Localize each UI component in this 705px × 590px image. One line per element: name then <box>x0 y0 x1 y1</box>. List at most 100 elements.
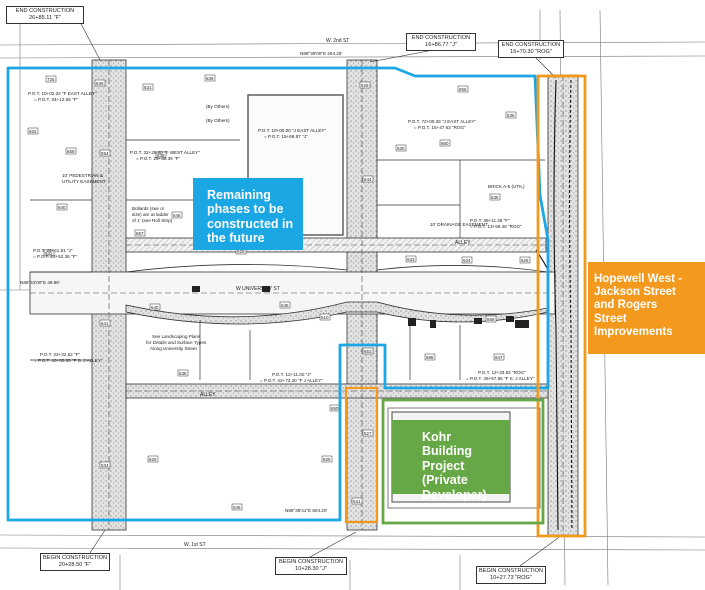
construction-station: 10+28.30 "J" <box>295 565 327 572</box>
parcel-tag: 640 <box>58 205 66 210</box>
landscaping-note: for Details and Surface Types <box>146 340 207 345</box>
callout-line: Street <box>594 312 627 325</box>
callout-line: Hopewell West - <box>594 273 682 285</box>
parcel-tag: 725 <box>47 77 55 82</box>
begin-construction-label: BEGIN CONSTRUCTION 10+28.30 "J" <box>275 557 347 575</box>
bollards-note: of 1' (see Roll Strip) <box>132 218 173 223</box>
construction-station: 16+86.77 "J" <box>425 41 457 48</box>
parcel-tag: 657 <box>136 231 144 236</box>
callout-line: and Rogers <box>594 299 658 312</box>
street-label-university: W UNIVERSITY ST <box>236 286 280 292</box>
parcel-tag: 534 <box>101 463 109 468</box>
pot-note: = P.O.T. 46+67.95 "F S. J ALLEY" <box>466 376 535 381</box>
parcel-tag: 638 <box>157 153 165 158</box>
parcel-tags: 725 632 659 640 631 639 638 657 646 629 … <box>27 74 531 511</box>
parcel-tag: 624 <box>463 258 471 263</box>
callout-line: Jackson Street <box>594 286 676 299</box>
hopewell-outline <box>536 74 587 538</box>
jackson-street-outline <box>344 386 379 524</box>
pot-note: = P.O.T. 23+52.36 "F" <box>33 254 77 259</box>
bearing-note: N89°43'00"E 49.86' <box>20 280 60 285</box>
pot-note: P.O.T. 72+00.28 "J EAST ALLEY" <box>408 119 476 124</box>
easement-note: UTILITY EASEMENT <box>62 179 106 184</box>
parcel-tag: 554 <box>101 151 109 156</box>
pot-note: = P.O.T. 13+59.48 "ROG" <box>470 224 522 229</box>
kohr-outline <box>381 398 545 525</box>
drainage-blocks <box>192 286 529 328</box>
parcel-tag: 625 <box>323 457 331 462</box>
parcel-tag: 647 <box>495 355 503 360</box>
street-label-alley-south: ALLEY <box>200 392 216 398</box>
centerlines <box>30 60 564 535</box>
begin-construction-label: BEGIN CONSTRUCTION 10+27.73 "ROG" <box>476 566 546 584</box>
callout-line: Project <box>422 458 465 473</box>
parcel-tag: 546 <box>233 505 241 510</box>
parcel-tag: 535 <box>491 195 499 200</box>
bearing-note: N89°38'41"E 604.20' <box>285 508 327 513</box>
parcel-tag: 629 <box>237 249 245 254</box>
callout-line: (Private <box>422 473 468 488</box>
parcel-tag: 650 <box>331 406 339 411</box>
pot-note: = P.O.T. 42+73.30 "F J ALLEY" <box>260 378 323 383</box>
plan-notes: P.O.T. 10+02.22 "F EAST ALLEY" = P.O.T. … <box>20 51 535 513</box>
parcel-tag: 598 <box>426 355 434 360</box>
parcel-tag: 663 <box>364 349 372 354</box>
construction-title: END CONSTRUCTION <box>15 8 75 14</box>
pot-note: = P.O.T. 15+69.87 "J" <box>264 134 308 139</box>
construction-station: 26+85.11 "F" <box>28 14 61 21</box>
pot-note: P.O.T. 10+02.22 "F EAST ALLEY" <box>28 91 97 96</box>
parcel-tag: 626 <box>149 457 157 462</box>
remaining-phases-outline <box>6 66 550 522</box>
pot-note: P.O.T. 38+11.38 "F" <box>470 218 510 223</box>
parcel-tag: 660 <box>441 141 449 146</box>
by-others-note: (By Others) <box>206 118 230 123</box>
construction-title: BEGIN CONSTRUCTION <box>43 555 108 561</box>
callout-line: Improvements <box>594 325 673 338</box>
construction-station: 16+70.30 "ROG" <box>510 48 552 55</box>
end-construction-label: END CONSTRUCTION 16+70.30 "ROG" <box>498 40 564 58</box>
by-others-note: (By Others) <box>206 104 230 109</box>
construction-title: BEGIN CONSTRUCTION <box>479 568 544 574</box>
landscaping-note: Along University Street <box>150 346 197 351</box>
pot-note: P.O.T. 22+32.52 "F" <box>40 352 80 357</box>
street-labels: W. 2nd ST W UNIVERSITY ST W. 1st ST ALLE… <box>184 38 471 548</box>
parcel-tag: 632 <box>29 129 37 134</box>
landscaping-note: See Landscaping Plans <box>152 334 201 339</box>
parcel-tag: 536 <box>507 113 515 118</box>
callout-line: Remaining <box>207 188 271 202</box>
hopewell-west-callout: Hopewell West - Jackson Street and Roger… <box>588 262 705 354</box>
parcel-tag: 628 <box>521 258 529 263</box>
parcel-tag: 646 <box>173 213 181 218</box>
parcel-tag: 659 <box>67 149 75 154</box>
construction-title: END CONSTRUCTION <box>411 35 471 41</box>
parcel-tag: 630 <box>397 146 405 151</box>
bollards-note: size) are at ladder <box>132 212 169 217</box>
street-label-w1st: W. 1st ST <box>184 542 206 548</box>
brick-note: BRICK A-5 (UTIL) <box>488 184 525 189</box>
pot-note: = P.O.T. 34+12.56 "F" <box>34 97 78 102</box>
parcel-tag: 529 <box>361 83 369 88</box>
pot-note: = P.O.T. 40+00.00 "F S. J ALLEY" <box>34 358 103 363</box>
pot-note: P.O.T. 32+25.00 "F WEST ALLEY" <box>130 150 200 155</box>
pot-note: = P.O.T. 15+47.63 "ROG" <box>414 125 466 130</box>
construction-station: 20+28.50 "F" <box>58 561 92 568</box>
pot-note: P.O.T. 26+41.81 "J" <box>33 248 73 253</box>
parcel-tag: 639 <box>206 76 214 81</box>
callout-line: Developer) <box>422 487 487 502</box>
parcel-tag: 656 <box>459 87 467 92</box>
end-construction-label: END CONSTRUCTION 26+85.11 "F" <box>6 6 84 24</box>
parcel-tag: 633 <box>407 257 415 262</box>
parcel-tag: 632 <box>45 251 53 256</box>
callout-line: phases to be <box>207 202 284 217</box>
remaining-phases-callout: Remaining phases to be constructed in th… <box>193 178 303 250</box>
parcel-tag: 641 <box>101 321 109 326</box>
construction-title: BEGIN CONSTRUCTION <box>278 559 344 565</box>
parcel-tag: 538 <box>179 371 187 376</box>
pot-note: = P.O.T. 25+32.39 "F" <box>136 156 180 161</box>
parcel-tag: 645 <box>281 303 289 308</box>
parcel-tag: 639 <box>96 81 104 86</box>
parcel-tag: 527 <box>364 431 372 436</box>
easement-note: 10' PEDESTRIAN & <box>62 173 103 178</box>
construction-station: 10+27.73 "ROG" <box>490 574 532 581</box>
parcel-tag: 568 <box>487 317 495 322</box>
